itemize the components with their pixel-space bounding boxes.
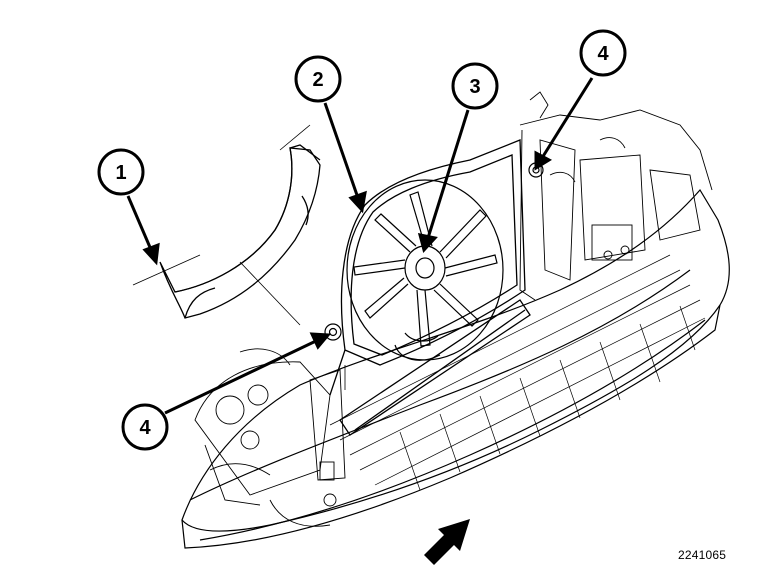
leader-4-top: [534, 77, 594, 171]
callout-3-label: 3: [469, 76, 480, 98]
callout-4-left-label: 4: [139, 417, 151, 439]
grille-mesh: [329, 254, 706, 491]
callout-1: 1: [97, 148, 145, 196]
callout-4-top-label: 4: [597, 43, 609, 65]
right-front-structure: [519, 91, 713, 301]
left-front-structure: [194, 348, 346, 527]
upper-shroud-panel: [159, 144, 321, 319]
callout-1-label: 1: [115, 162, 126, 184]
figure-code: 2241065: [678, 548, 727, 562]
leader-4-left: [164, 332, 332, 415]
leader-2: [323, 102, 367, 214]
leader-1: [126, 195, 160, 266]
callout-2-label: 2: [312, 69, 323, 91]
cooling-fan: [346, 179, 504, 361]
direction-arrow-icon: [424, 519, 470, 565]
alignment-lines: [132, 124, 346, 390]
callout-4-top: 4: [579, 29, 627, 77]
fastener-left: [324, 323, 342, 341]
callout-4-left: 4: [121, 403, 169, 451]
callout-3: 3: [451, 62, 499, 110]
leader-3: [417, 109, 470, 254]
fan-shroud: [329, 139, 531, 436]
callout-2: 2: [294, 55, 342, 103]
